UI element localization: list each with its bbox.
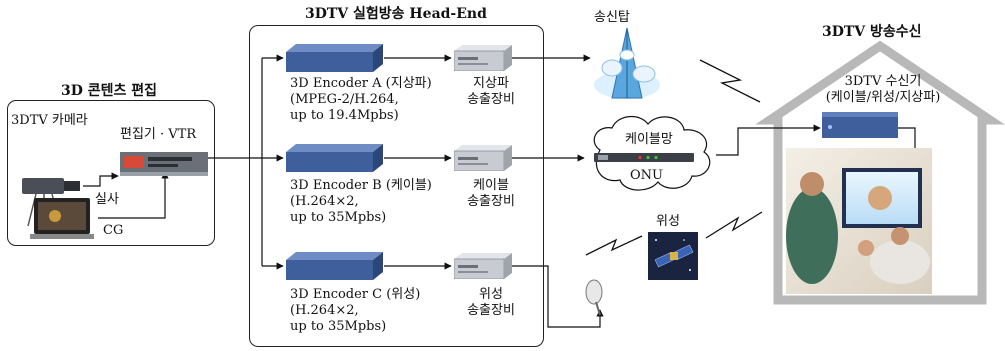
cable-network-label: 케이블망 [625, 132, 673, 147]
encoder-a-device [286, 44, 383, 72]
headend-panel [249, 25, 544, 347]
encoder-b-line-1: 3D Encoder B (케이블) [290, 178, 432, 193]
broadcast-tower-image [594, 27, 660, 99]
encoder-c-device [286, 252, 383, 280]
encoder-a-line-1: 3D Encoder A (지상파) [290, 76, 432, 91]
cg-label: CG [103, 223, 124, 238]
wire-tx-c-dish [511, 265, 604, 328]
transmitter-cable-line-2: 송출장비 [467, 194, 515, 209]
title-headend: 3DTV 실험방송 Head-End [305, 6, 487, 22]
onu-label: ONU [630, 168, 663, 183]
title-reception: 3DTV 방송수신 [822, 24, 922, 40]
transmitter-terrestrial-line-1: 지상파 [473, 76, 509, 91]
satellite-label: 위성 [656, 214, 680, 229]
encoder-b-line-2: (H.264×2, [290, 194, 359, 209]
encoder-b-device [286, 144, 383, 172]
satellite-image [648, 232, 698, 280]
editor-vtr-image [120, 152, 208, 176]
transmitter-cable-device [454, 145, 512, 171]
encoder-c-line-2: (H.264×2, [290, 303, 359, 318]
house-outline [755, 40, 1005, 305]
encoder-c-line-1: 3D Encoder C (위성) [290, 287, 421, 302]
content-edit-panel [7, 100, 215, 246]
wireless-bolt-downlink [705, 211, 763, 239]
receiver-line-2: (케이블/위성/지상파) [825, 90, 941, 105]
wire-cg-editor [98, 171, 169, 219]
transmitter-terrestrial-label: 지상파 송출장비 [458, 76, 524, 108]
encoder-b-label: 3D Encoder B (케이블) (H.264×2, up to 35Mpb… [290, 178, 432, 226]
tower-label: 송신탑 [594, 10, 630, 25]
satellite-dish-image [585, 279, 603, 316]
wireless-bolt-tower [699, 59, 761, 103]
transmitter-satellite-device [454, 253, 512, 279]
receiver-image [822, 112, 898, 138]
receiver-label: 3DTV 수신기 (케이블/위성/지상파) [800, 74, 966, 106]
encoder-a-line-3: up to 19.4Mpbs) [290, 108, 399, 123]
wireless-bolt-uplink [585, 235, 643, 256]
wire-camera-editor [83, 172, 119, 187]
encoder-a-line-2: (MPEG-2/H.264, [290, 92, 399, 107]
transmitter-terrestrial-device [454, 45, 512, 71]
laptop-image [30, 198, 94, 239]
transmitter-terrestrial-line-2: 송출장비 [467, 92, 515, 107]
live-label: 실사 [95, 192, 119, 207]
transmitter-satellite-line-1: 위성 [479, 287, 503, 302]
camera-label: 3DTV 카메라 [11, 113, 88, 128]
wire-cable-receiver [716, 124, 821, 156]
encoder-c-label: 3D Encoder C (위성) (H.264×2, up to 35Mpbs… [290, 287, 420, 335]
encoder-c-line-3: up to 35Mpbs) [290, 319, 387, 334]
onu-device [594, 153, 694, 162]
receiver-line-1: 3DTV 수신기 [844, 74, 922, 89]
transmitter-satellite-label: 위성 송출장비 [458, 287, 524, 319]
transmitter-cable-line-1: 케이블 [473, 178, 509, 193]
transmitter-cable-label: 케이블 송출장비 [458, 178, 524, 210]
title-content-edit: 3D 콘텐츠 편집 [61, 83, 158, 99]
editor-label: 편집기 · VTR [120, 127, 197, 142]
transmitter-satellite-line-2: 송출장비 [467, 303, 515, 318]
living-room-image [786, 148, 932, 294]
encoder-b-line-3: up to 35Mpbs) [290, 210, 387, 225]
encoder-a-label: 3D Encoder A (지상파) (MPEG-2/H.264, up to … [290, 76, 432, 124]
